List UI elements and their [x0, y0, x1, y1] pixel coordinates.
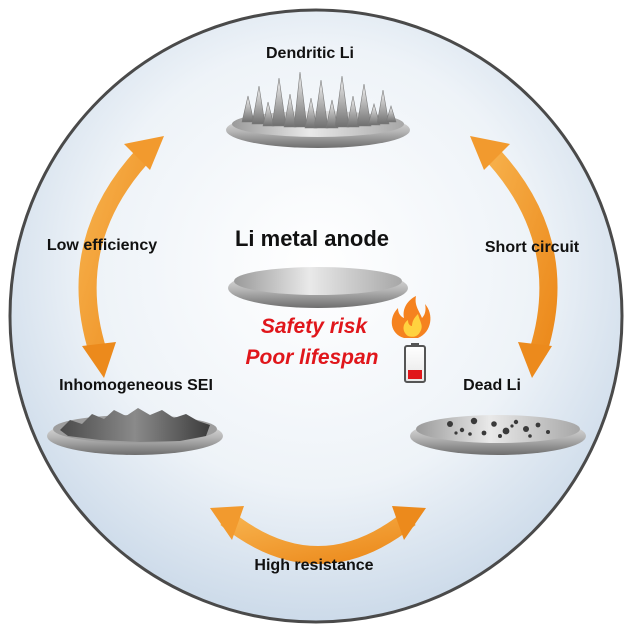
sei-layer	[60, 408, 210, 442]
risk-label-lifespan: Poor lifespan	[245, 346, 378, 369]
li-metal-anode-disc	[228, 267, 408, 308]
state-label-inhomogeneous-sei: Inhomogeneous SEI	[59, 377, 213, 394]
state-label-dendritic-li: Dendritic Li	[266, 45, 354, 62]
arrow-high-resistance	[210, 506, 426, 564]
transition-label-short-circuit: Short circuit	[485, 239, 580, 256]
flame-icon	[391, 296, 431, 338]
dead-li-particles	[447, 417, 550, 438]
arrow-short-circuit	[470, 136, 558, 378]
background-circle	[8, 8, 624, 624]
dead-li-disc	[410, 415, 586, 455]
low-battery-icon	[404, 343, 426, 383]
center-title: Li metal anode	[235, 226, 389, 251]
transition-label-low-efficiency: Low efficiency	[47, 237, 157, 254]
dendrite-spikes	[241, 71, 397, 129]
transition-label-high-resistance: High resistance	[254, 557, 373, 574]
arrow-low-efficiency	[78, 136, 164, 378]
risk-label-safety: Safety risk	[261, 315, 369, 338]
inhomogeneous-sei-disc	[47, 408, 223, 455]
state-label-dead-li: Dead Li	[463, 377, 521, 394]
dendritic-li-disc	[226, 71, 410, 148]
